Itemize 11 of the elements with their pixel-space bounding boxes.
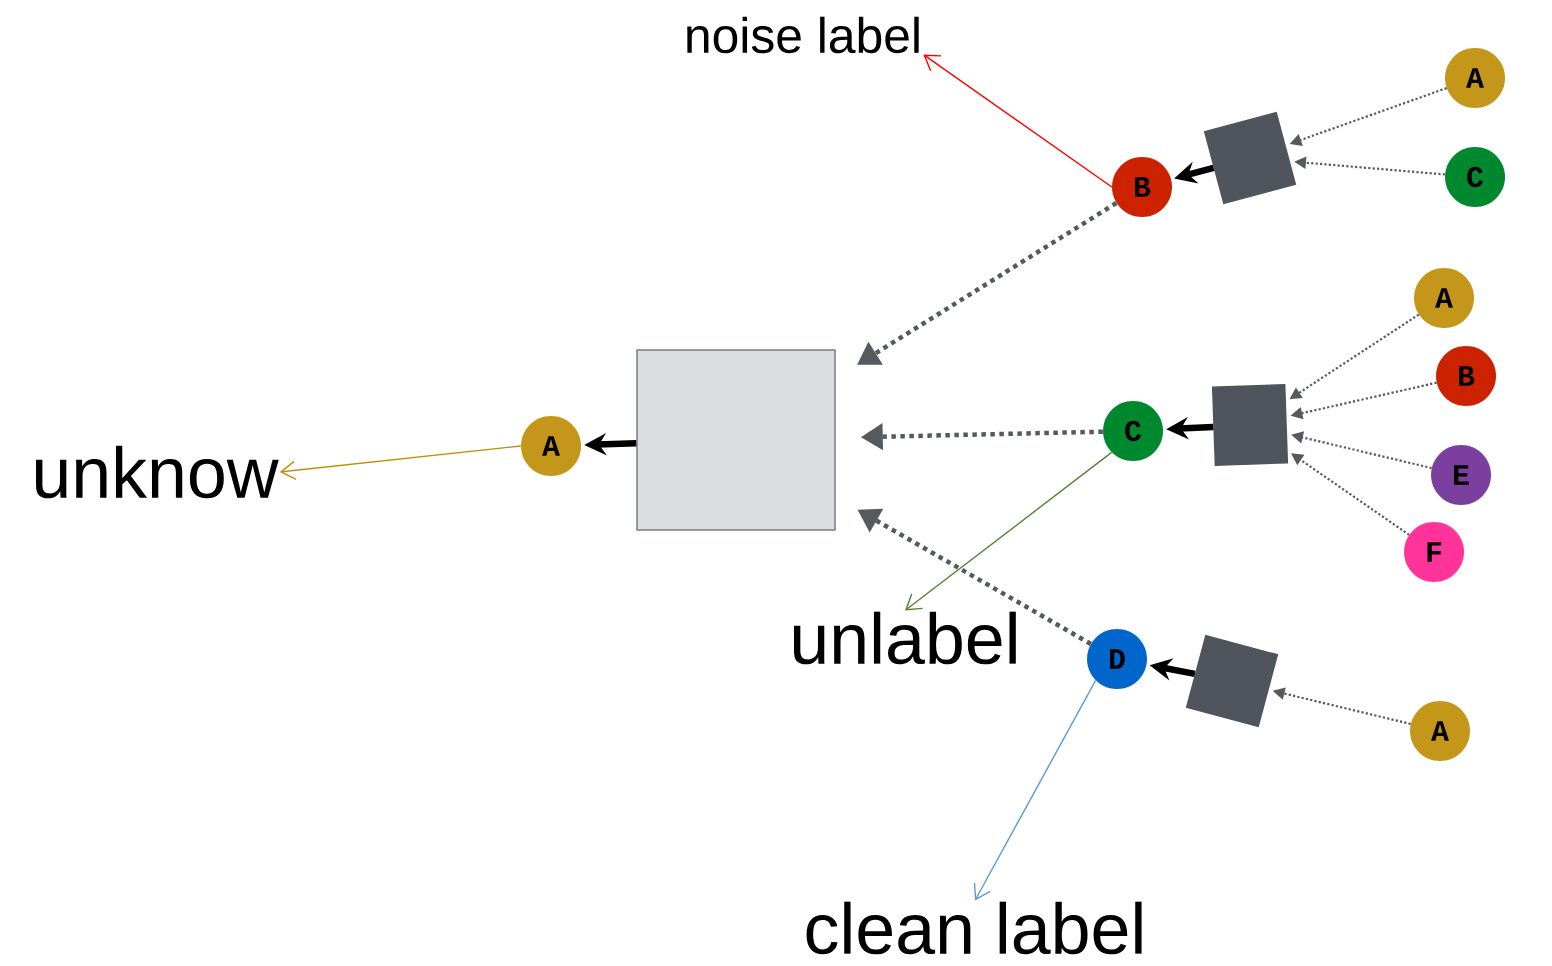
arrow (923, 54, 1113, 188)
text-label: unknow (36, 445, 279, 499)
arrow (973, 679, 1097, 901)
text-label: clean label (806, 901, 1142, 955)
square-box (636, 349, 836, 531)
text-label: noise label (687, 16, 919, 54)
arrow (279, 445, 522, 480)
text-label: unlabel (794, 611, 1016, 665)
square-box (1211, 384, 1289, 466)
arrow (905, 451, 1113, 611)
arrow (1291, 453, 1410, 536)
